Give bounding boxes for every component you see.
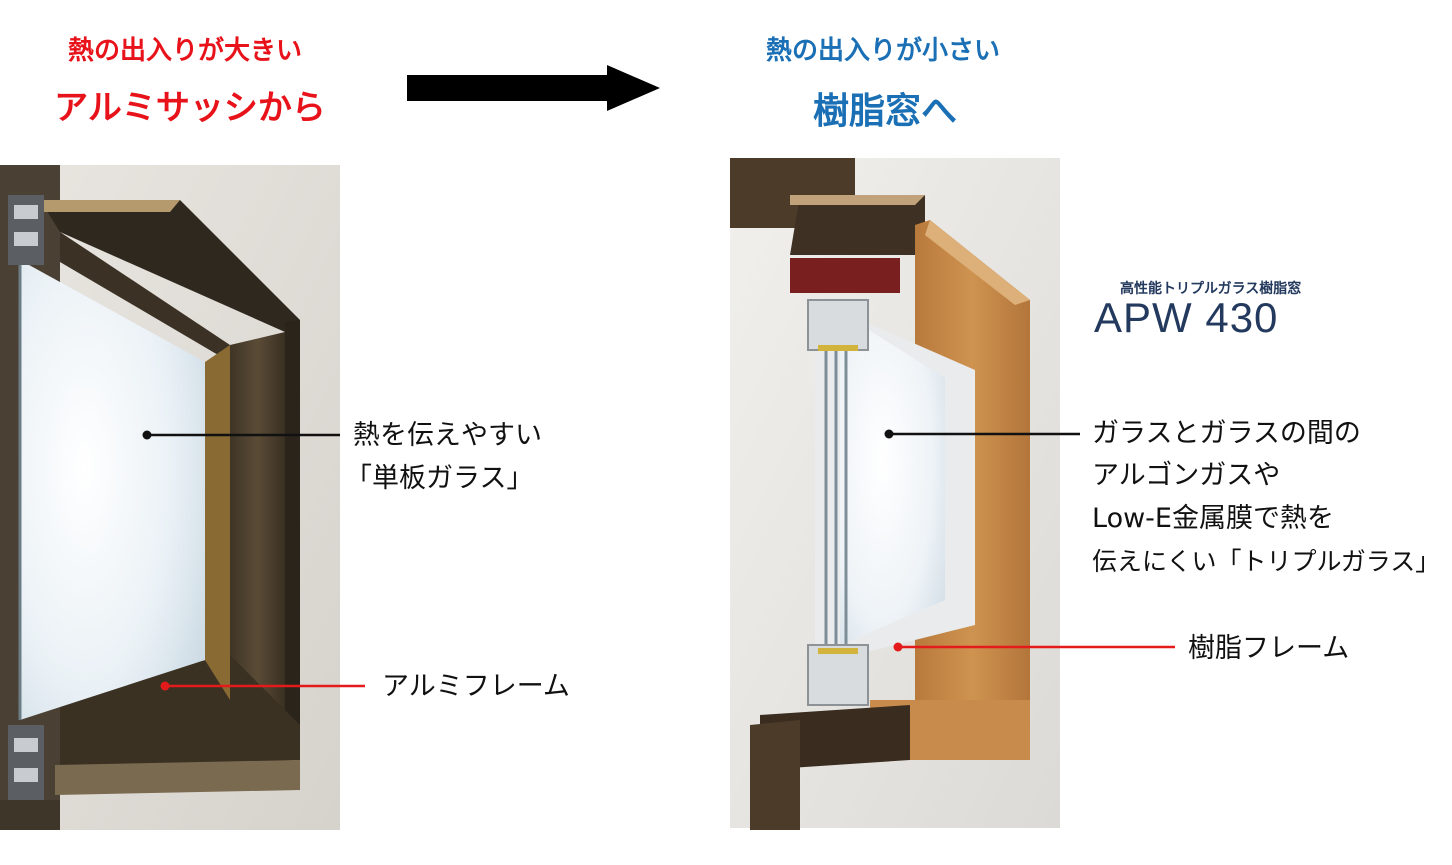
- left-frame-leader: [160, 681, 365, 691]
- transition-arrow: [407, 65, 660, 111]
- left-heading-line2: アルミサッシから: [54, 88, 326, 128]
- left-frame-label: アルミフレーム: [382, 671, 570, 702]
- product-subtitle: 高性能トリプルガラス樹脂窓: [1120, 281, 1302, 297]
- left-glass-label-line2: 「単板ガラス」: [345, 463, 534, 494]
- right-glass-label-line3: Low-E金属膜で熱を: [1092, 503, 1334, 534]
- right-frame-label: 樹脂フレーム: [1188, 633, 1350, 664]
- right-glass-label-line2: アルゴンガスや: [1092, 460, 1281, 491]
- right-heading-line1: 熱の出入りが小さい: [765, 36, 1000, 66]
- right-glass-label-line1: ガラスとガラスの間の: [1092, 418, 1361, 449]
- right-glass-label-line4: 伝えにくい「トリプルガラス」: [1092, 547, 1441, 576]
- right-frame-leader: [893, 642, 1175, 652]
- aluminium-window-illustration: [0, 165, 340, 830]
- left-glass-label-line1: 熱を伝えやすい: [353, 420, 542, 451]
- left-heading-line1: 熱の出入りが大きい: [67, 36, 302, 66]
- right-heading-line2: 樹脂窓へ: [812, 91, 957, 132]
- resin-window-illustration: [730, 158, 1060, 830]
- left-glass-leader: [142, 430, 340, 440]
- right-glass-leader: [884, 429, 1080, 439]
- product-logo: APW 430: [1094, 294, 1279, 341]
